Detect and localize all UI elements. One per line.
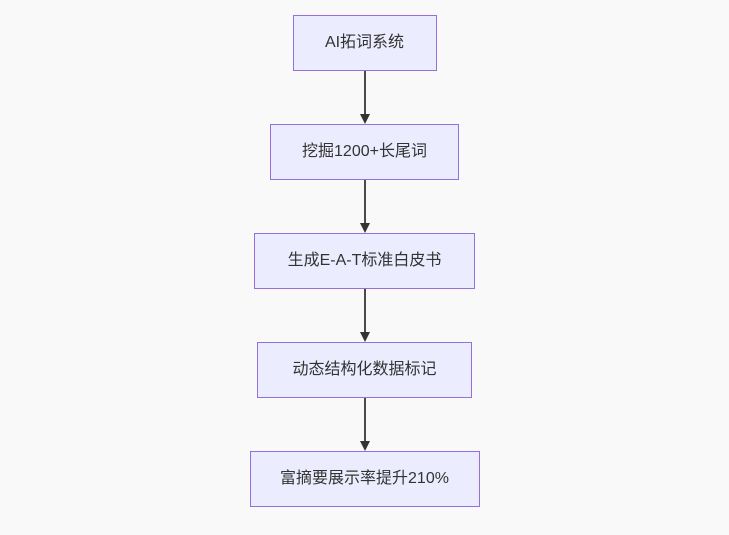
flowchart-node-label: 富摘要展示率提升210%: [280, 470, 449, 487]
flowchart-edge-2: [359, 180, 370, 233]
arrow-down-icon: [359, 114, 370, 124]
edge-line: [363, 289, 366, 332]
flowchart-node-rich-snippet-result: 富摘要展示率提升210%: [249, 451, 480, 507]
flowchart-edge-4: [359, 398, 370, 451]
edge-line: [363, 398, 366, 441]
arrow-down-icon: [359, 332, 370, 342]
flowchart-node-longtail-keywords: 挖掘1200+长尾词: [270, 124, 459, 180]
flowchart-node-eat-whitepaper: 生成E-A-T标准白皮书: [254, 233, 475, 289]
flowchart-node-label: 生成E-A-T标准白皮书: [287, 252, 442, 269]
flowchart-node-label: AI拓词系统: [324, 34, 405, 51]
flowchart-node-structured-data: 动态结构化数据标记: [257, 342, 472, 398]
arrow-down-icon: [359, 223, 370, 233]
edge-line: [363, 71, 366, 114]
arrow-down-icon: [359, 441, 370, 451]
edge-line: [363, 180, 366, 223]
flowchart-edge-3: [359, 289, 370, 342]
flowchart-node-label: 挖掘1200+长尾词: [302, 143, 427, 160]
flowchart-node-ai-system: AI拓词系统: [292, 15, 437, 71]
flowchart-edge-1: [359, 71, 370, 124]
flowchart-node-label: 动态结构化数据标记: [292, 361, 437, 378]
